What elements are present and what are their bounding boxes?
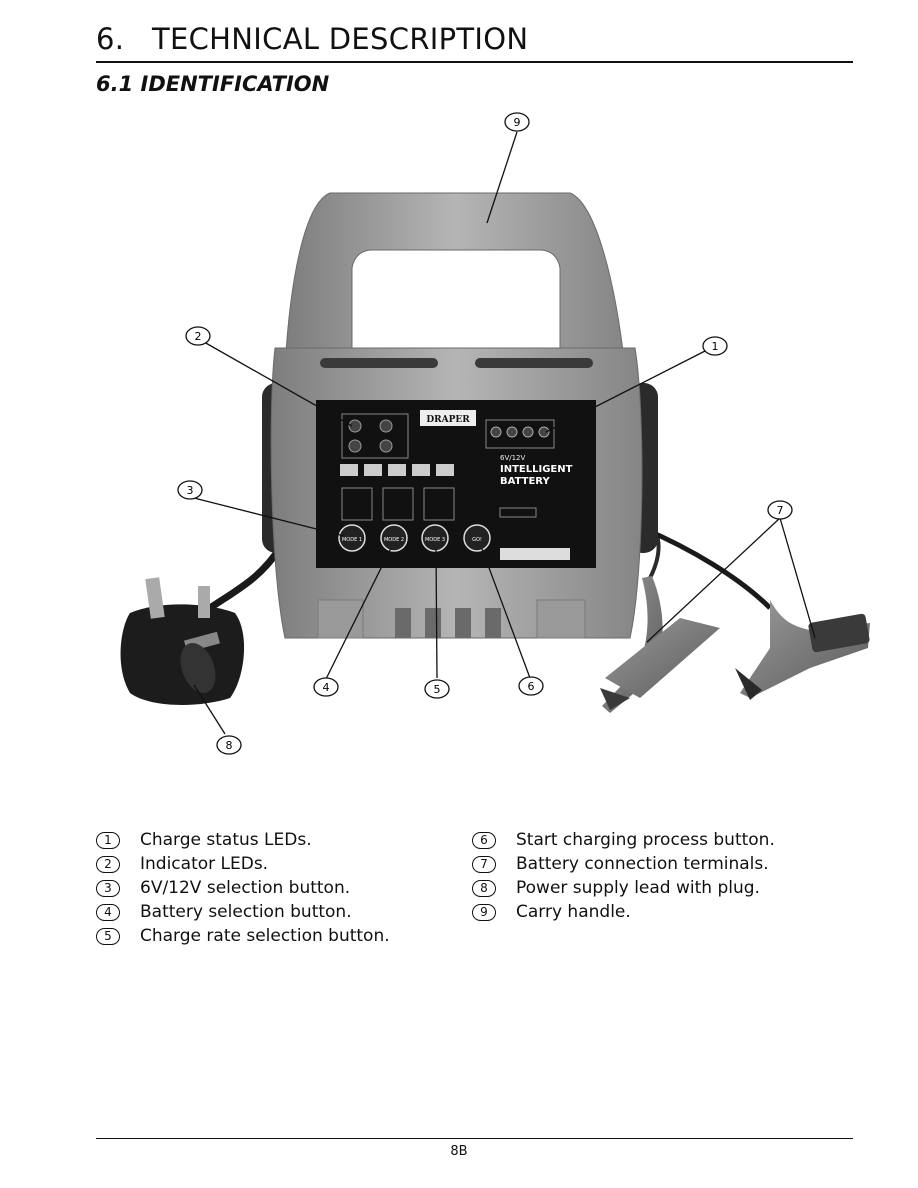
mode-2-button (380, 524, 408, 552)
legend-number: 1 (96, 831, 120, 849)
page-number: 8B (450, 1144, 468, 1159)
legend-text: Charge status LEDs. (140, 830, 312, 850)
svg-text:4: 4 (323, 681, 330, 694)
legend-right: 6 Start charging process button. 7 Battery… (472, 828, 775, 924)
legend-number: 6 (472, 831, 496, 849)
legend-item: 3 6V/12V selection button. (96, 876, 390, 900)
brand-logo (420, 410, 476, 426)
legend-item: 5 Charge rate selection button. (96, 924, 390, 948)
panel-line1: 6V/12V (500, 454, 526, 462)
subsection-title: 6.1 IDENTIFICATION (96, 72, 330, 96)
mode-2-label: MODE 2 (384, 537, 404, 543)
go-label: GO! (472, 537, 482, 543)
legend-text: 6V/12V selection button. (140, 878, 351, 898)
legend-number: 9 (472, 903, 496, 921)
callout-7: 7 (767, 500, 793, 520)
legend-item: 1 Charge status LEDs. (96, 828, 390, 852)
callout-2: 2 (185, 326, 211, 346)
panel-line3: BATTERY (500, 476, 550, 487)
legend-number: 4 (96, 903, 120, 921)
svg-text:9: 9 (514, 116, 521, 129)
svg-text:7: 7 (777, 504, 784, 517)
brand-text: DRAPER (426, 415, 470, 425)
legend-text: Battery connection terminals. (516, 854, 769, 874)
legend-item: 8 Power supply lead with plug. (472, 876, 775, 900)
mode-1-button (338, 524, 366, 552)
legend-text: Charge rate selection button. (140, 926, 390, 946)
legend-item: 7 Battery connection terminals. (472, 852, 775, 876)
mode-3-button (421, 524, 449, 552)
legend-text: Battery selection button. (140, 902, 352, 922)
indicator-led (348, 419, 362, 433)
legend-text: Start charging process button. (516, 830, 775, 850)
svg-text:2: 2 (195, 330, 202, 343)
charge-led (490, 426, 502, 438)
legend-item: 9 Carry handle. (472, 900, 775, 924)
charge-led (506, 426, 518, 438)
legend-text: Carry handle. (516, 902, 631, 922)
mains-plug (120, 577, 245, 705)
svg-text:3: 3 (187, 484, 194, 497)
footer-rule (96, 1138, 853, 1139)
svg-text:8: 8 (226, 739, 233, 752)
legend-item: 2 Indicator LEDs. (96, 852, 390, 876)
section-heading: 6. TECHNICAL DESCRIPTION (96, 22, 528, 56)
callout-6: 6 (518, 676, 544, 696)
legend-text: Power supply lead with plug. (516, 878, 760, 898)
legend-number: 5 (96, 927, 120, 945)
callout-8: 8 (216, 735, 242, 755)
indicator-led (379, 419, 393, 433)
legend-number: 8 (472, 879, 496, 897)
legend-text: Indicator LEDs. (140, 854, 269, 874)
carry-handle (284, 192, 626, 369)
svg-text:6: 6 (528, 680, 535, 693)
callout-3: 3 (177, 480, 203, 500)
section-number: 6. (96, 22, 125, 56)
legend-item: 4 Battery selection button. (96, 900, 390, 924)
battery-charger-figure: DRAPER 6V/12V INTELLIGENT BATTERY MODE 1… (120, 112, 870, 755)
black-clamp (735, 600, 870, 700)
dc-cable-black (641, 525, 772, 610)
svg-text:1: 1 (712, 340, 719, 353)
callout-4: 4 (313, 677, 339, 697)
header-rule (96, 61, 853, 63)
callout-5: 5 (424, 679, 450, 699)
legend-left: 1 Charge status LEDs. 2 Indicator LEDs. 3 6… (96, 828, 390, 948)
mains-cable (208, 546, 283, 611)
legend-number: 2 (96, 855, 120, 873)
charge-led (522, 426, 534, 438)
legend-number: 7 (472, 855, 496, 873)
charge-led (538, 426, 550, 438)
callout-1: 1 (702, 336, 728, 356)
mode-1-label: MODE 1 (342, 537, 362, 543)
legend-number: 3 (96, 879, 120, 897)
panel-line2: INTELLIGENT (500, 464, 573, 475)
legend-item: 6 Start charging process button. (472, 828, 775, 852)
red-clamp (600, 576, 720, 713)
callout-9: 9 (504, 112, 530, 132)
go-button (463, 524, 491, 552)
indicator-led (348, 439, 362, 453)
svg-text:5: 5 (434, 683, 441, 696)
section-title: TECHNICAL DESCRIPTION (152, 22, 529, 56)
mode-3-label: MODE 3 (425, 537, 445, 543)
indicator-led (379, 439, 393, 453)
